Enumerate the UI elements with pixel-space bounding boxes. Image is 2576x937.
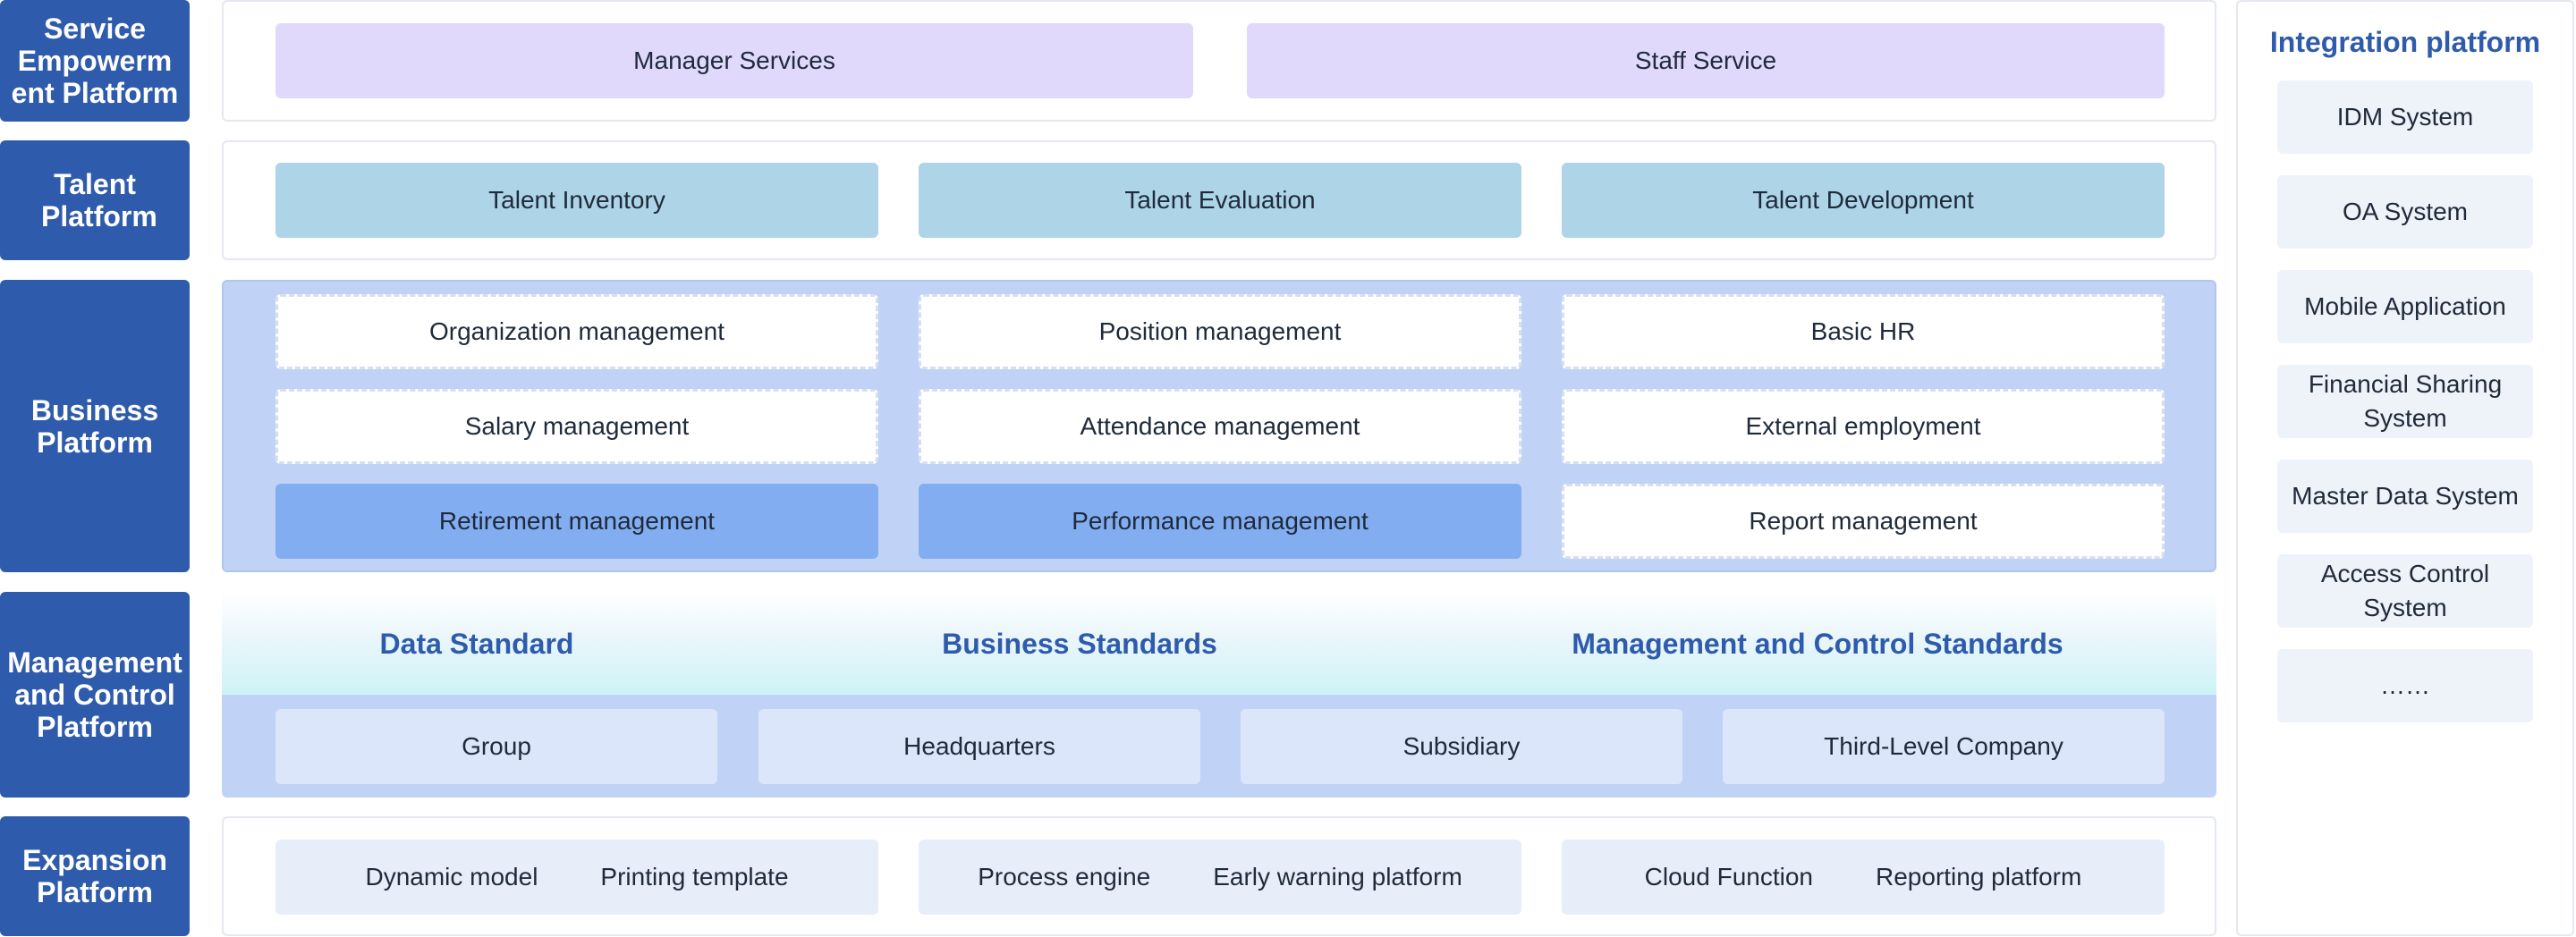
integration-item-label: Access Control System	[2320, 560, 2490, 621]
item-position-management: Position management	[919, 294, 1521, 369]
item-early-warning-platform: Early warning platform	[1213, 863, 1462, 891]
integration-item-label: OA System	[2342, 198, 2469, 225]
item-expansion-group-1: Dynamic model Printing template	[275, 840, 878, 915]
label-management-platform: Management and Control Platform	[0, 592, 190, 798]
item-label: Group	[462, 732, 531, 760]
item-expansion-group-2: Process engine Early warning platform	[919, 840, 1521, 915]
item-expansion-group-3: Cloud Function Reporting platform	[1562, 840, 2165, 915]
standard-label: Business Standards	[942, 627, 1217, 660]
integration-item-label: Financial Sharing System	[2308, 370, 2503, 432]
label-talent-text: Talent Platform	[41, 168, 157, 232]
integration-item-label: Master Data System	[2292, 482, 2519, 510]
item-label: Staff Service	[1634, 46, 1777, 74]
standard-business: Business Standards	[898, 617, 1261, 671]
label-talent-platform: Talent Platform	[0, 140, 190, 260]
standard-data: Data Standard	[295, 617, 658, 671]
integration-item-master-data-system: Master Data System	[2277, 460, 2533, 533]
standard-management-control: Management and Control Standards	[1549, 617, 2086, 671]
standard-label: Management and Control Standards	[1572, 627, 2063, 660]
item-label: Performance management	[1072, 507, 1368, 535]
item-process-engine: Process engine	[978, 863, 1151, 891]
item-talent-inventory: Talent Inventory	[275, 163, 878, 238]
label-expansion-text: Expansion Platform	[22, 844, 167, 908]
integration-item-financial-sharing-system: Financial Sharing System	[2277, 365, 2533, 438]
item-staff-service: Staff Service	[1247, 23, 2165, 98]
item-label: Talent Inventory	[488, 186, 665, 214]
standard-label: Data Standard	[379, 627, 574, 660]
item-performance-management: Performance management	[919, 484, 1521, 559]
item-label: Retirement management	[438, 507, 716, 535]
integration-item-label: IDM System	[2336, 103, 2474, 131]
item-group: Group	[275, 709, 717, 784]
label-business-text: Business Platform	[30, 393, 159, 459]
item-report-management: Report management	[1562, 484, 2165, 559]
item-organization-management: Organization management	[275, 294, 878, 369]
label-management-text: Management and Control Platform	[7, 646, 182, 743]
integration-item-access-control-system: Access Control System	[2277, 554, 2533, 628]
integration-title-text: Integration platform	[2269, 25, 2541, 58]
integration-item-label: Mobile Application	[2304, 292, 2506, 320]
item-dynamic-model: Dynamic model	[365, 863, 538, 891]
integration-item-more: ……	[2277, 649, 2533, 722]
item-talent-evaluation: Talent Evaluation	[919, 163, 1521, 238]
item-label: External employment	[1745, 412, 1981, 440]
item-label: Attendance management	[1080, 412, 1360, 440]
item-subsidiary: Subsidiary	[1241, 709, 1682, 784]
item-talent-development: Talent Development	[1562, 163, 2165, 238]
item-third-level-company: Third-Level Company	[1723, 709, 2165, 784]
item-label: Basic HR	[1810, 317, 1916, 345]
item-label: Subsidiary	[1402, 732, 1521, 760]
item-headquarters: Headquarters	[758, 709, 1200, 784]
standards-band	[222, 592, 2216, 695]
item-external-employment: External employment	[1562, 389, 2165, 464]
item-printing-template: Printing template	[600, 863, 789, 891]
item-manager-services: Manager Services	[275, 23, 1193, 98]
item-salary-management: Salary management	[275, 389, 878, 464]
integration-item-label: ……	[2380, 671, 2430, 699]
item-label: Report management	[1749, 507, 1978, 535]
label-service-empowerment-platform: Service Empowerm ent Platform	[0, 0, 190, 122]
label-expansion-platform: Expansion Platform	[0, 816, 190, 936]
item-retirement-management: Retirement management	[275, 484, 878, 559]
integration-item-mobile-application: Mobile Application	[2277, 270, 2533, 343]
integration-item-oa-system: OA System	[2277, 175, 2533, 249]
label-service-text: Service Empowerm ent Platform	[11, 13, 179, 109]
item-label: Organization management	[429, 317, 724, 345]
item-reporting-platform: Reporting platform	[1876, 863, 2082, 891]
item-basic-hr: Basic HR	[1562, 294, 2165, 369]
item-label: Headquarters	[903, 732, 1055, 760]
item-label: Manager Services	[633, 46, 835, 74]
item-label: Position management	[1098, 317, 1342, 345]
item-cloud-function: Cloud Function	[1644, 863, 1813, 891]
item-attendance-management: Attendance management	[919, 389, 1521, 464]
integration-item-idm-system: IDM System	[2277, 80, 2533, 154]
item-label: Salary management	[464, 412, 690, 440]
integration-platform-title: Integration platform	[2236, 21, 2574, 63]
label-business-platform: Business Platform	[0, 280, 190, 572]
item-label: Third-Level Company	[1824, 732, 2063, 760]
item-label: Talent Evaluation	[1124, 186, 1316, 214]
item-label: Talent Development	[1752, 186, 1974, 214]
